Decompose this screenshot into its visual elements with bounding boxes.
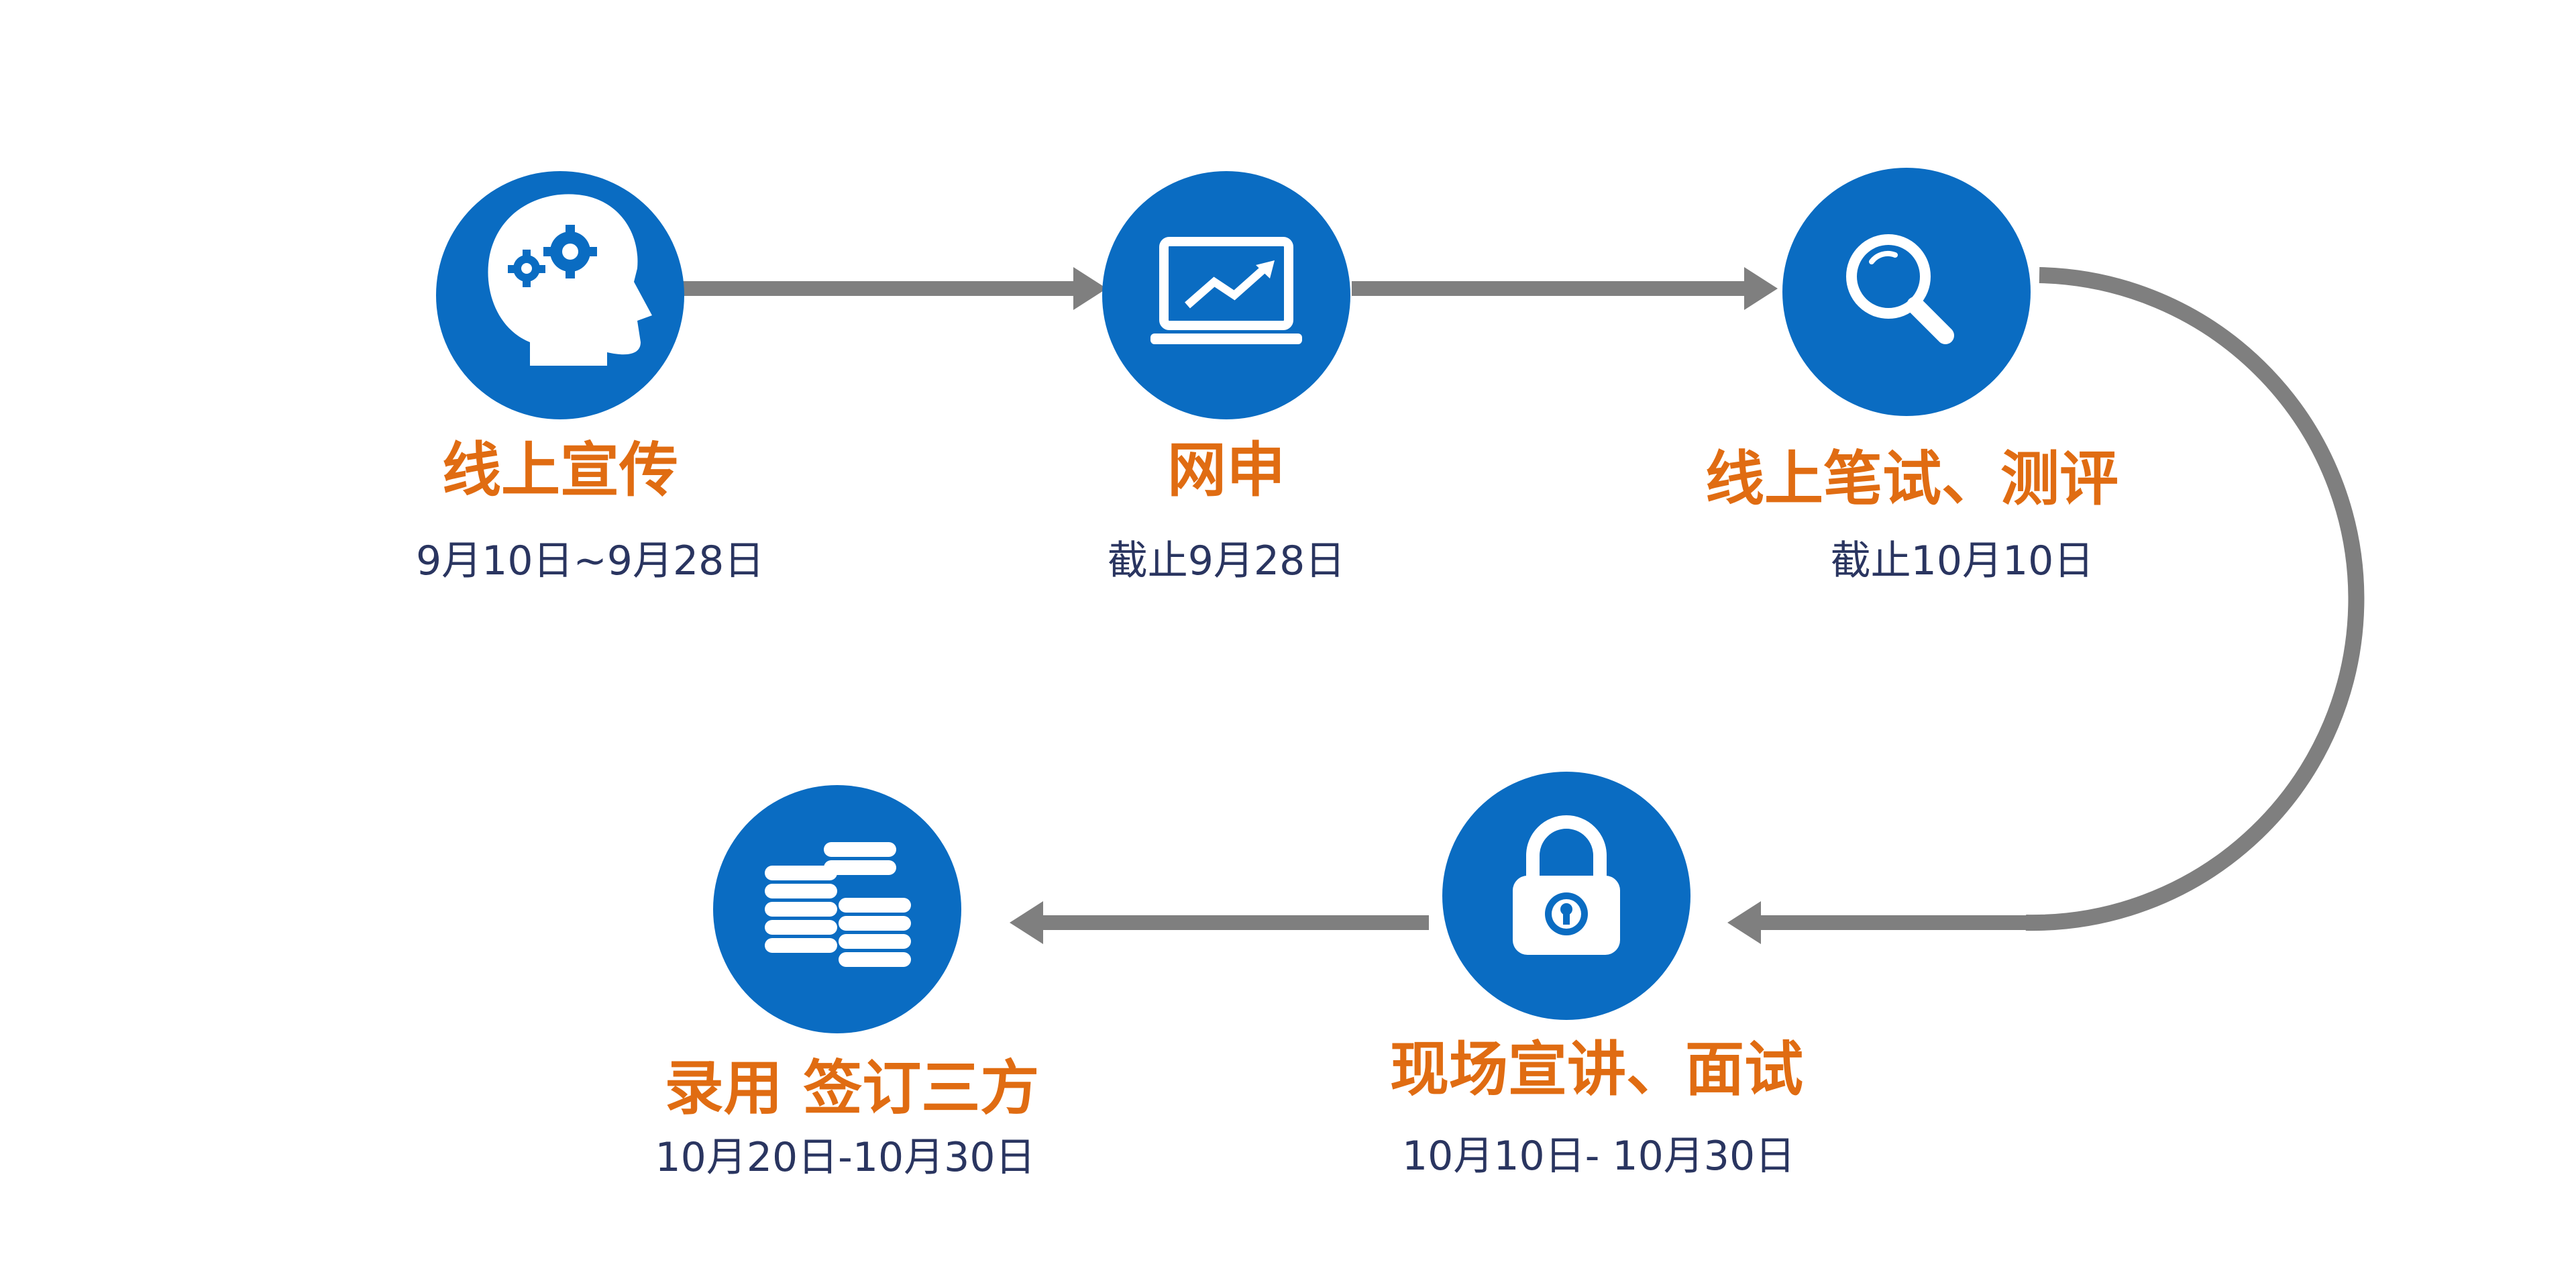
connector-2-to-3	[1352, 267, 1778, 310]
step-5-title: 录用 签订三方	[664, 1053, 1040, 1123]
step-1-circle	[436, 171, 684, 419]
magnifier-icon	[1846, 234, 1954, 344]
step-2-date: 截止9月28日	[1107, 537, 1346, 584]
padlock-icon	[1513, 815, 1620, 955]
step-2-circle	[1102, 171, 1350, 419]
step-4-circle	[1442, 772, 1690, 1020]
step-3-date: 截止10月10日	[1830, 537, 2094, 584]
step-2-title: 网申	[1167, 435, 1285, 505]
step-1-date: 9月10日~9月28日	[416, 537, 765, 584]
connector-4-to-5	[1010, 901, 1429, 944]
step-3-circle	[1782, 168, 2031, 416]
step-4-date: 10月10日- 10月30日	[1402, 1133, 1796, 1180]
step-5-circle	[713, 785, 961, 1033]
connector-1-to-2	[678, 267, 1107, 310]
head-gears-icon	[488, 194, 652, 366]
step-3-title: 线上笔试、测评	[1705, 444, 2118, 513]
coin-stack-right-bottom	[839, 898, 911, 967]
step-5-date: 10月20日-10月30日	[655, 1134, 1036, 1181]
coin-stack-left	[765, 866, 837, 953]
laptop-chart-icon	[1150, 237, 1302, 344]
coin-stacks-icon	[765, 842, 911, 967]
connector-3-to-4-curve	[1727, 267, 2365, 944]
coin-stack-right-top	[824, 842, 896, 875]
step-4-title: 现场宣讲、面试	[1389, 1035, 1803, 1104]
step-1-title: 线上宣传	[441, 435, 678, 505]
